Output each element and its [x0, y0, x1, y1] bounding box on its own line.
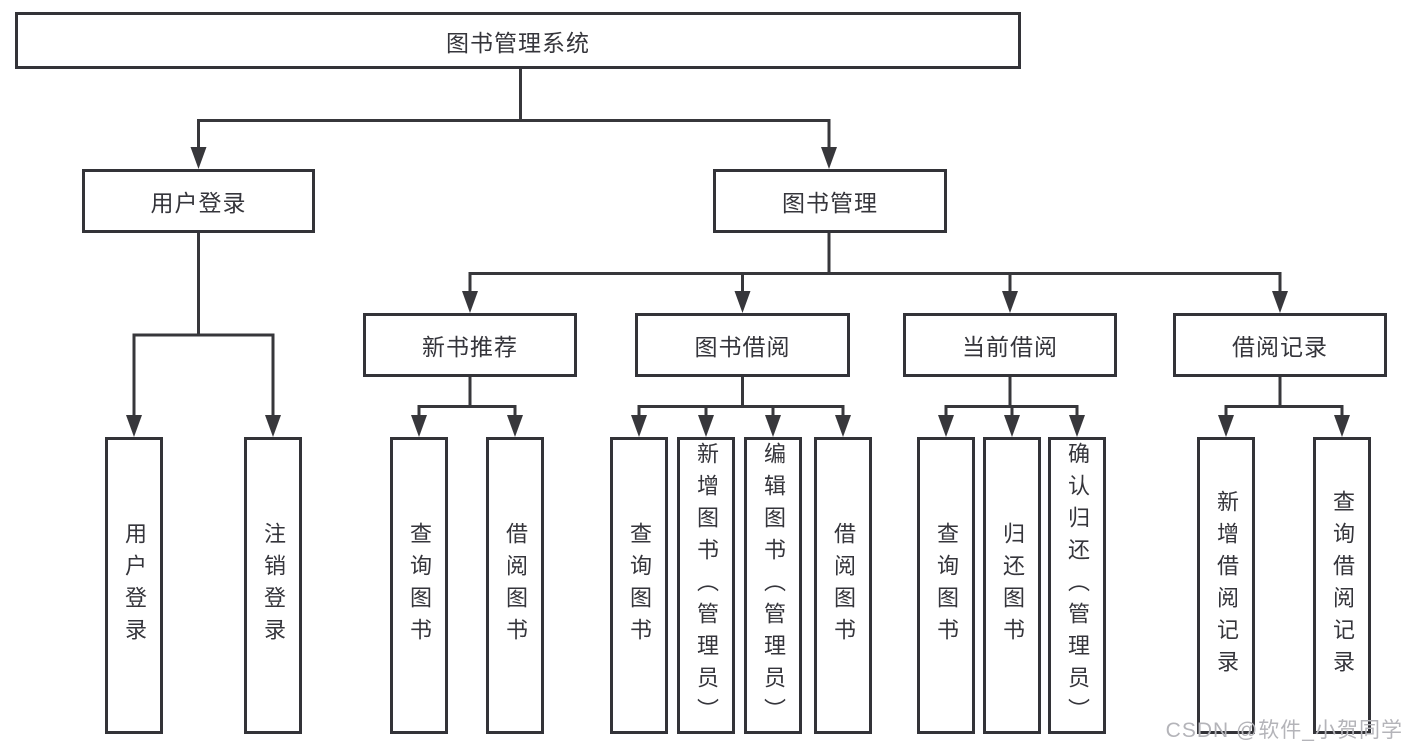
node-current-borrow-label: 当前借阅 [962, 334, 1058, 360]
edge-root-rail [197, 119, 831, 151]
node-book-borrow: 图书借阅 [635, 313, 850, 377]
node-leaf-cb-return: 归还图书 [983, 437, 1041, 734]
node-leaf-cb-confirm: 确认归还（管理员） [1048, 437, 1106, 734]
node-borrow-records: 借阅记录 [1173, 313, 1387, 377]
node-leaf-nb-borrow-label: 借阅图书 [503, 521, 528, 650]
edge-bookmgmt-rail [468, 272, 1282, 295]
node-leaf-bb-query: 查询图书 [610, 437, 668, 734]
node-new-books-label: 新书推荐 [422, 334, 518, 360]
edge-borrowrecords-rail [1224, 405, 1344, 420]
node-leaf-br-add: 新增借阅记录 [1197, 437, 1255, 734]
node-leaf-nb-query: 查询图书 [390, 437, 448, 734]
node-leaf-nb-query-label: 查询图书 [407, 521, 432, 650]
node-leaf-logout-label: 注销登录 [261, 521, 286, 650]
node-current-borrow: 当前借阅 [903, 313, 1117, 377]
node-leaf-cb-return-label: 归还图书 [1000, 521, 1025, 650]
node-leaf-nb-borrow: 借阅图书 [486, 437, 544, 734]
node-leaf-br-add-label: 新增借阅记录 [1214, 489, 1239, 682]
node-leaf-bb-query-label: 查询图书 [627, 521, 652, 650]
node-leaf-logout: 注销登录 [244, 437, 302, 734]
node-leaf-bb-borrow: 借阅图书 [814, 437, 872, 734]
node-leaf-br-query-label: 查询借阅记录 [1330, 489, 1355, 682]
node-leaf-bb-edit: 编辑图书（管理员） [744, 437, 802, 734]
node-leaf-bb-add-label: 新增图书（管理员） [694, 441, 719, 730]
node-leaf-cb-query-label: 查询图书 [934, 521, 959, 650]
node-borrow-records-label: 借阅记录 [1232, 334, 1328, 360]
node-root-label: 图书管理系统 [446, 29, 590, 56]
node-leaf-cb-query: 查询图书 [917, 437, 975, 734]
node-user-login: 用户登录 [82, 169, 315, 233]
node-book-mgmt-label: 图书管理 [782, 190, 878, 216]
edge-bookborrow-rail [637, 405, 845, 420]
node-leaf-bb-add: 新增图书（管理员） [677, 437, 735, 734]
node-leaf-bb-edit-label: 编辑图书（管理员） [761, 441, 786, 730]
node-leaf-user-login: 用户登录 [105, 437, 163, 734]
node-new-books: 新书推荐 [363, 313, 577, 377]
edge-newbooks-rail [417, 405, 517, 420]
edge-userlogin-rail [132, 333, 275, 419]
node-book-borrow-label: 图书借阅 [694, 334, 791, 360]
node-user-login-label: 用户登录 [150, 190, 247, 216]
node-leaf-br-query: 查询借阅记录 [1313, 437, 1371, 734]
edge-currentborrow-rail [944, 405, 1079, 420]
watermark: CSDN @软件_小贺同学 [1165, 719, 1403, 742]
node-leaf-bb-borrow-label: 借阅图书 [831, 521, 856, 650]
node-leaf-cb-confirm-label: 确认归还（管理员） [1065, 441, 1090, 730]
node-book-mgmt: 图书管理 [713, 169, 947, 233]
node-leaf-user-login-label: 用户登录 [122, 521, 147, 650]
node-root: 图书管理系统 [15, 12, 1021, 69]
